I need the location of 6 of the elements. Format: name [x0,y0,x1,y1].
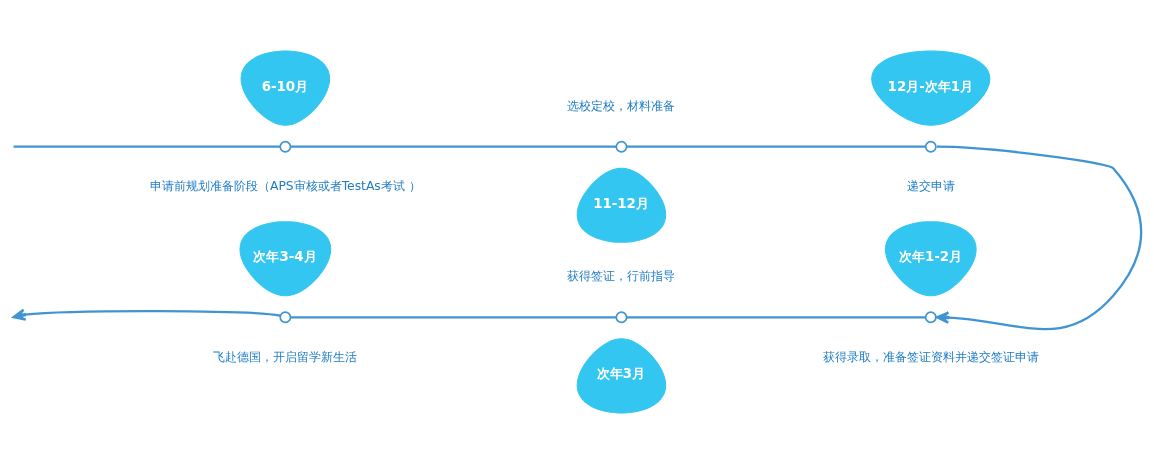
label: 飞赴德国，开启留学新生活 [213,349,358,364]
label: 申请前规划准备阶段（APS审核或者TestAs考试 ） [149,178,421,193]
label: 选校定校，材料准备 [567,98,676,113]
label: 获得签证，行前指导 [567,268,676,283]
label: 递交申请 [906,178,955,193]
label: 获得录取，准备签证资料并递交签证申请 [822,349,1039,364]
